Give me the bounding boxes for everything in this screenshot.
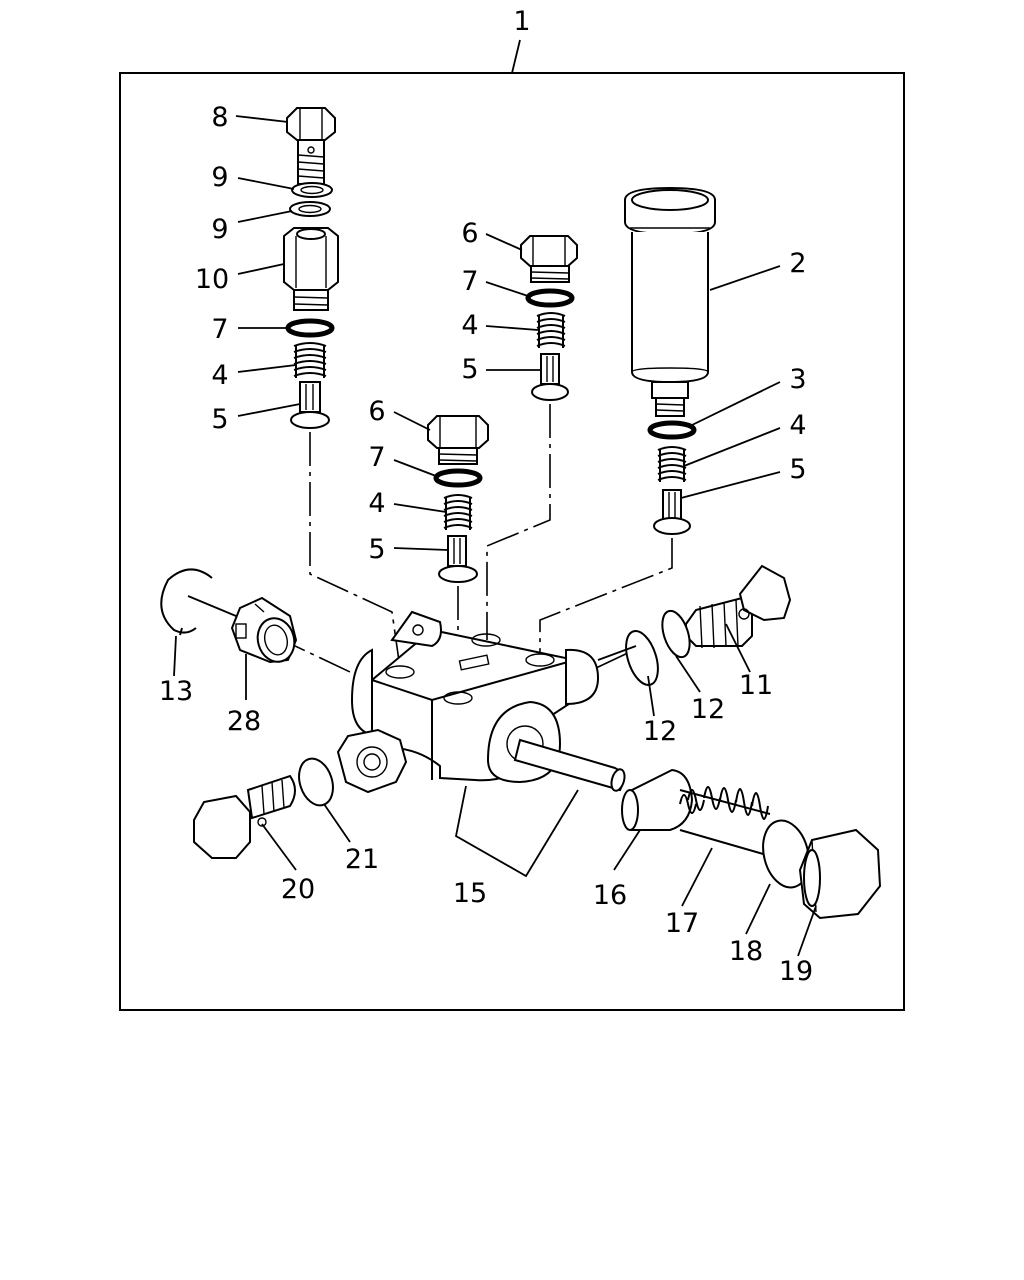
callout-21: 21: [345, 844, 379, 875]
callout-13: 13: [159, 676, 193, 707]
plug-part-6-upper: [520, 235, 578, 283]
callout-9-lower: 9: [211, 214, 228, 245]
callout-5-left: 5: [211, 404, 228, 435]
spring-part-4-center-upper: [536, 312, 566, 348]
callout-5-center-upper: 5: [461, 354, 478, 385]
o-ring-part-7-center-upper: [525, 288, 575, 308]
plug-part-6-lower: [427, 415, 489, 465]
callout-4-left: 4: [211, 360, 228, 391]
plug-part-19: [798, 828, 882, 920]
callout-6-upper: 6: [461, 218, 478, 249]
washer-part-12-left: [625, 630, 659, 686]
spring-part-4-left: [293, 342, 327, 378]
callout-9-upper: 9: [211, 162, 228, 193]
callout-3: 3: [789, 364, 806, 395]
washer-part-9-lower: [289, 201, 331, 217]
spring-part-17: [679, 786, 771, 857]
spring-part-4-center-lower: [443, 494, 473, 530]
callout-5-center-lower: 5: [368, 534, 385, 565]
callout-16: 16: [593, 880, 627, 911]
washer-part-12-right: [661, 609, 691, 659]
o-ring-part-7-left: [285, 318, 335, 338]
washer-part-21: [298, 757, 334, 807]
callout-5-right: 5: [789, 454, 806, 485]
callout-7-center-upper: 7: [461, 266, 478, 297]
callout-18: 18: [729, 936, 763, 967]
banjo-bolt-part-11: [685, 564, 792, 649]
callout-4-right: 4: [789, 410, 806, 441]
valve-part-5-left: [290, 381, 330, 429]
plunger-pin-part-15: [513, 738, 626, 792]
piston-part-16: [621, 768, 694, 831]
callout-1: 1: [513, 6, 530, 37]
bracket-line-15: [454, 785, 579, 878]
priming-pump-part-2: [624, 186, 716, 417]
callout-4-center-lower: 4: [368, 488, 385, 519]
callout-4-center-upper: 4: [461, 310, 478, 341]
valve-part-5-right: [653, 489, 691, 535]
adapter-nut-part-10: [283, 227, 339, 311]
callout-11: 11: [739, 670, 773, 701]
washer-part-18: [762, 819, 810, 889]
callout-8: 8: [211, 102, 228, 133]
callout-7-left: 7: [211, 314, 228, 345]
callout-15: 15: [453, 878, 487, 909]
callout-2: 2: [789, 248, 806, 279]
assembly-frame: [119, 72, 905, 1011]
sleeve-part-28: [230, 596, 298, 664]
callout-28: 28: [227, 706, 261, 737]
leader-line-1: [511, 39, 521, 74]
leader-lines: [173, 115, 817, 957]
callout-7-center-lower: 7: [368, 442, 385, 473]
o-ring-part-7-center-lower: [433, 468, 483, 488]
banjo-bolt-part-20: [193, 774, 296, 859]
valve-part-5-center-upper: [531, 353, 569, 401]
valve-part-5-center-lower: [438, 535, 478, 583]
callout-20: 20: [281, 874, 315, 905]
callout-6-lower: 6: [368, 396, 385, 427]
washer-part-9-upper: [291, 182, 333, 198]
callout-12-right: 12: [691, 694, 725, 725]
callout-17: 17: [665, 908, 699, 939]
o-ring-part-3: [647, 420, 697, 440]
callout-labels: 1 8 9 9 10 7 4 5 6 7 4 5 6 7 4 5 2 3 4 5…: [159, 6, 813, 987]
hollow-bolt-part-8: [286, 107, 336, 185]
callout-10: 10: [195, 264, 229, 295]
callout-12-left: 12: [643, 716, 677, 747]
callout-19: 19: [779, 956, 813, 987]
spring-part-4-right: [657, 446, 687, 482]
snap-ring-part-13: [160, 568, 213, 636]
